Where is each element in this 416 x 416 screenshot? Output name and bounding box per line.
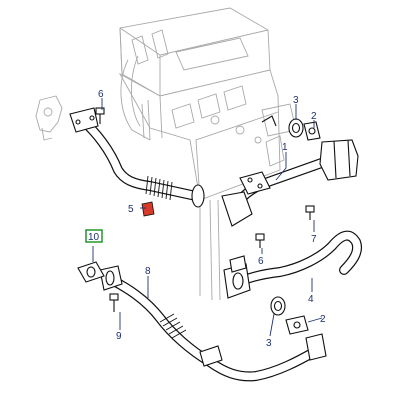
callouts: 6 3 2 1 5 7 6 8 4 2 9 3 7 10 <box>85 89 326 349</box>
catalyst-pipe[interactable] <box>221 139 359 227</box>
flex-bellows <box>145 175 173 201</box>
catalyst-body <box>319 139 359 181</box>
bolt-right[interactable] <box>305 205 315 220</box>
bolt-lower-left[interactable] <box>109 293 119 312</box>
exhaust-mount-bracket[interactable] <box>141 201 155 217</box>
callout-1: 1 <box>282 142 288 153</box>
leader-lines <box>92 98 323 337</box>
lower-gasket-clamp[interactable] <box>270 296 309 335</box>
callout-2-lower: 2 <box>320 314 326 325</box>
callout-3: 3 <box>293 95 299 106</box>
engine-block <box>35 7 297 301</box>
catalyst-heat-shield-bracket <box>239 171 271 195</box>
manifold-flange <box>69 107 99 133</box>
callout-7-right: 7 <box>311 234 317 245</box>
callout-3-lower: 3 <box>266 338 272 349</box>
callout-10: 10 <box>88 232 100 243</box>
intermediate-pipe[interactable] <box>223 230 362 299</box>
catalyst-flange <box>221 191 253 227</box>
upper-gasket-clamp[interactable] <box>261 115 321 141</box>
callout-8: 8 <box>145 266 151 277</box>
callout-2: 2 <box>311 111 317 122</box>
callout-4: 4 <box>308 294 314 305</box>
callout-5: 5 <box>128 204 134 215</box>
callout-6: 6 <box>98 89 104 100</box>
callout-10-highlight-box <box>85 229 103 243</box>
front-pipe-flange <box>191 184 205 208</box>
gasket-part-10[interactable] <box>77 261 105 283</box>
bolt-upper-left[interactable] <box>95 107 105 124</box>
callout-6-lower: 6 <box>258 256 264 267</box>
front-pipe[interactable] <box>69 107 205 208</box>
bolt-center[interactable] <box>255 233 265 248</box>
tail-pipe[interactable] <box>99 265 327 382</box>
callout-9: 9 <box>116 331 122 342</box>
tail-pipe-bellows <box>159 313 187 339</box>
